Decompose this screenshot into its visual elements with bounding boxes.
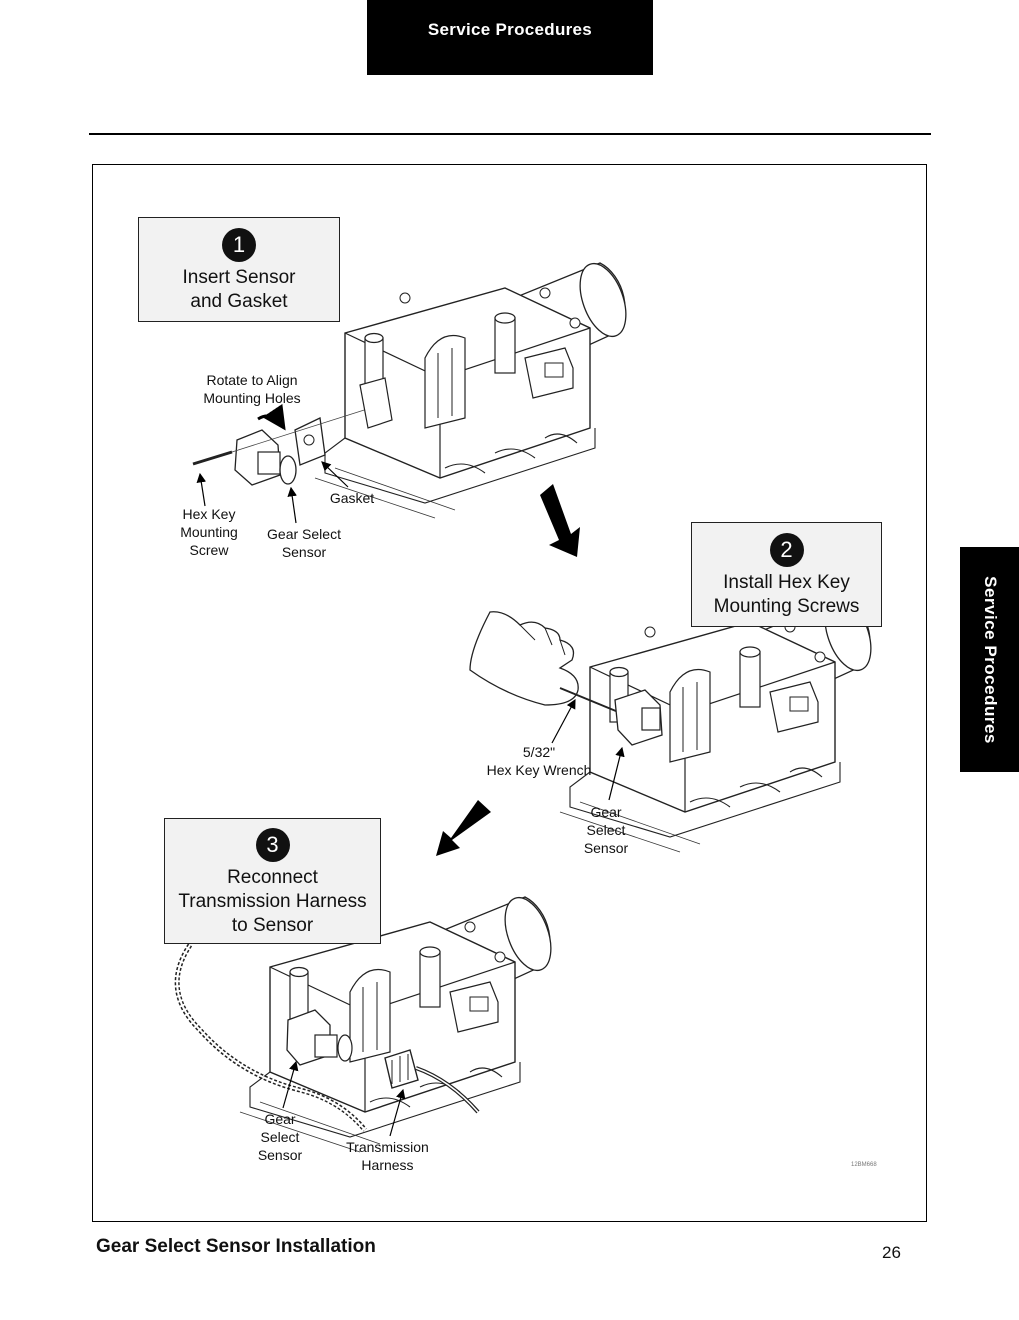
step-2-line1: Install Hex Key bbox=[723, 572, 850, 593]
step-2-number: 2 bbox=[769, 533, 804, 567]
step-1-number: 1 bbox=[222, 228, 256, 262]
flow-arrow-1 bbox=[540, 484, 580, 557]
harness-drawing bbox=[174, 943, 480, 1132]
callout-rotate: Rotate to Align Mounting Holes bbox=[203, 372, 301, 406]
step-3-line2: Transmission Harness bbox=[178, 891, 367, 912]
sensor-1-drawing bbox=[192, 377, 393, 486]
step-3-box: 3 Reconnect Transmission Harness to Sens… bbox=[164, 818, 381, 944]
callout-transmission-harness: Transmission Harness bbox=[346, 1139, 429, 1173]
step-3-line1: Reconnect bbox=[227, 867, 318, 888]
figure-caption: Gear Select Sensor Installation bbox=[96, 1236, 376, 1257]
flow-arrow-2 bbox=[436, 800, 491, 856]
header-rule bbox=[89, 133, 931, 135]
callout-gear-select-sensor-2: Gear Select Sensor bbox=[583, 804, 629, 856]
callout-hex-key-wrench: 5/32" Hex Key Wrench bbox=[486, 744, 592, 778]
step-3-number: 3 bbox=[255, 828, 290, 862]
callout-gear-select-sensor-1: Gear Select Sensor bbox=[267, 526, 341, 560]
step-2-line2: Mounting Screws bbox=[713, 596, 860, 617]
side-section-tab: Service Procedures bbox=[960, 547, 1019, 772]
step-1-line2: and Gasket bbox=[190, 291, 288, 312]
callout-hex-key-screw: Hex Key Mounting Screw bbox=[180, 506, 238, 558]
figure-frame bbox=[92, 164, 927, 1222]
header-section-tab: Service Procedures bbox=[367, 0, 653, 75]
page-number: 26 bbox=[882, 1243, 901, 1262]
step-1-line1: Insert Sensor bbox=[182, 267, 296, 288]
step-2-box: 2 Install Hex Key Mounting Screws bbox=[691, 522, 882, 627]
callout-gear-select-sensor-3: Gear Select Sensor bbox=[257, 1111, 303, 1163]
step-1-box: 1 Insert Sensor and Gasket bbox=[138, 217, 340, 322]
hand-wrench-drawing bbox=[469, 611, 663, 746]
header-section-title: Service Procedures bbox=[427, 19, 593, 39]
callout-gasket: Gasket bbox=[329, 490, 375, 506]
figure-id: 12BM668 bbox=[851, 1162, 877, 1168]
step-3-line3: to Sensor bbox=[231, 915, 314, 936]
